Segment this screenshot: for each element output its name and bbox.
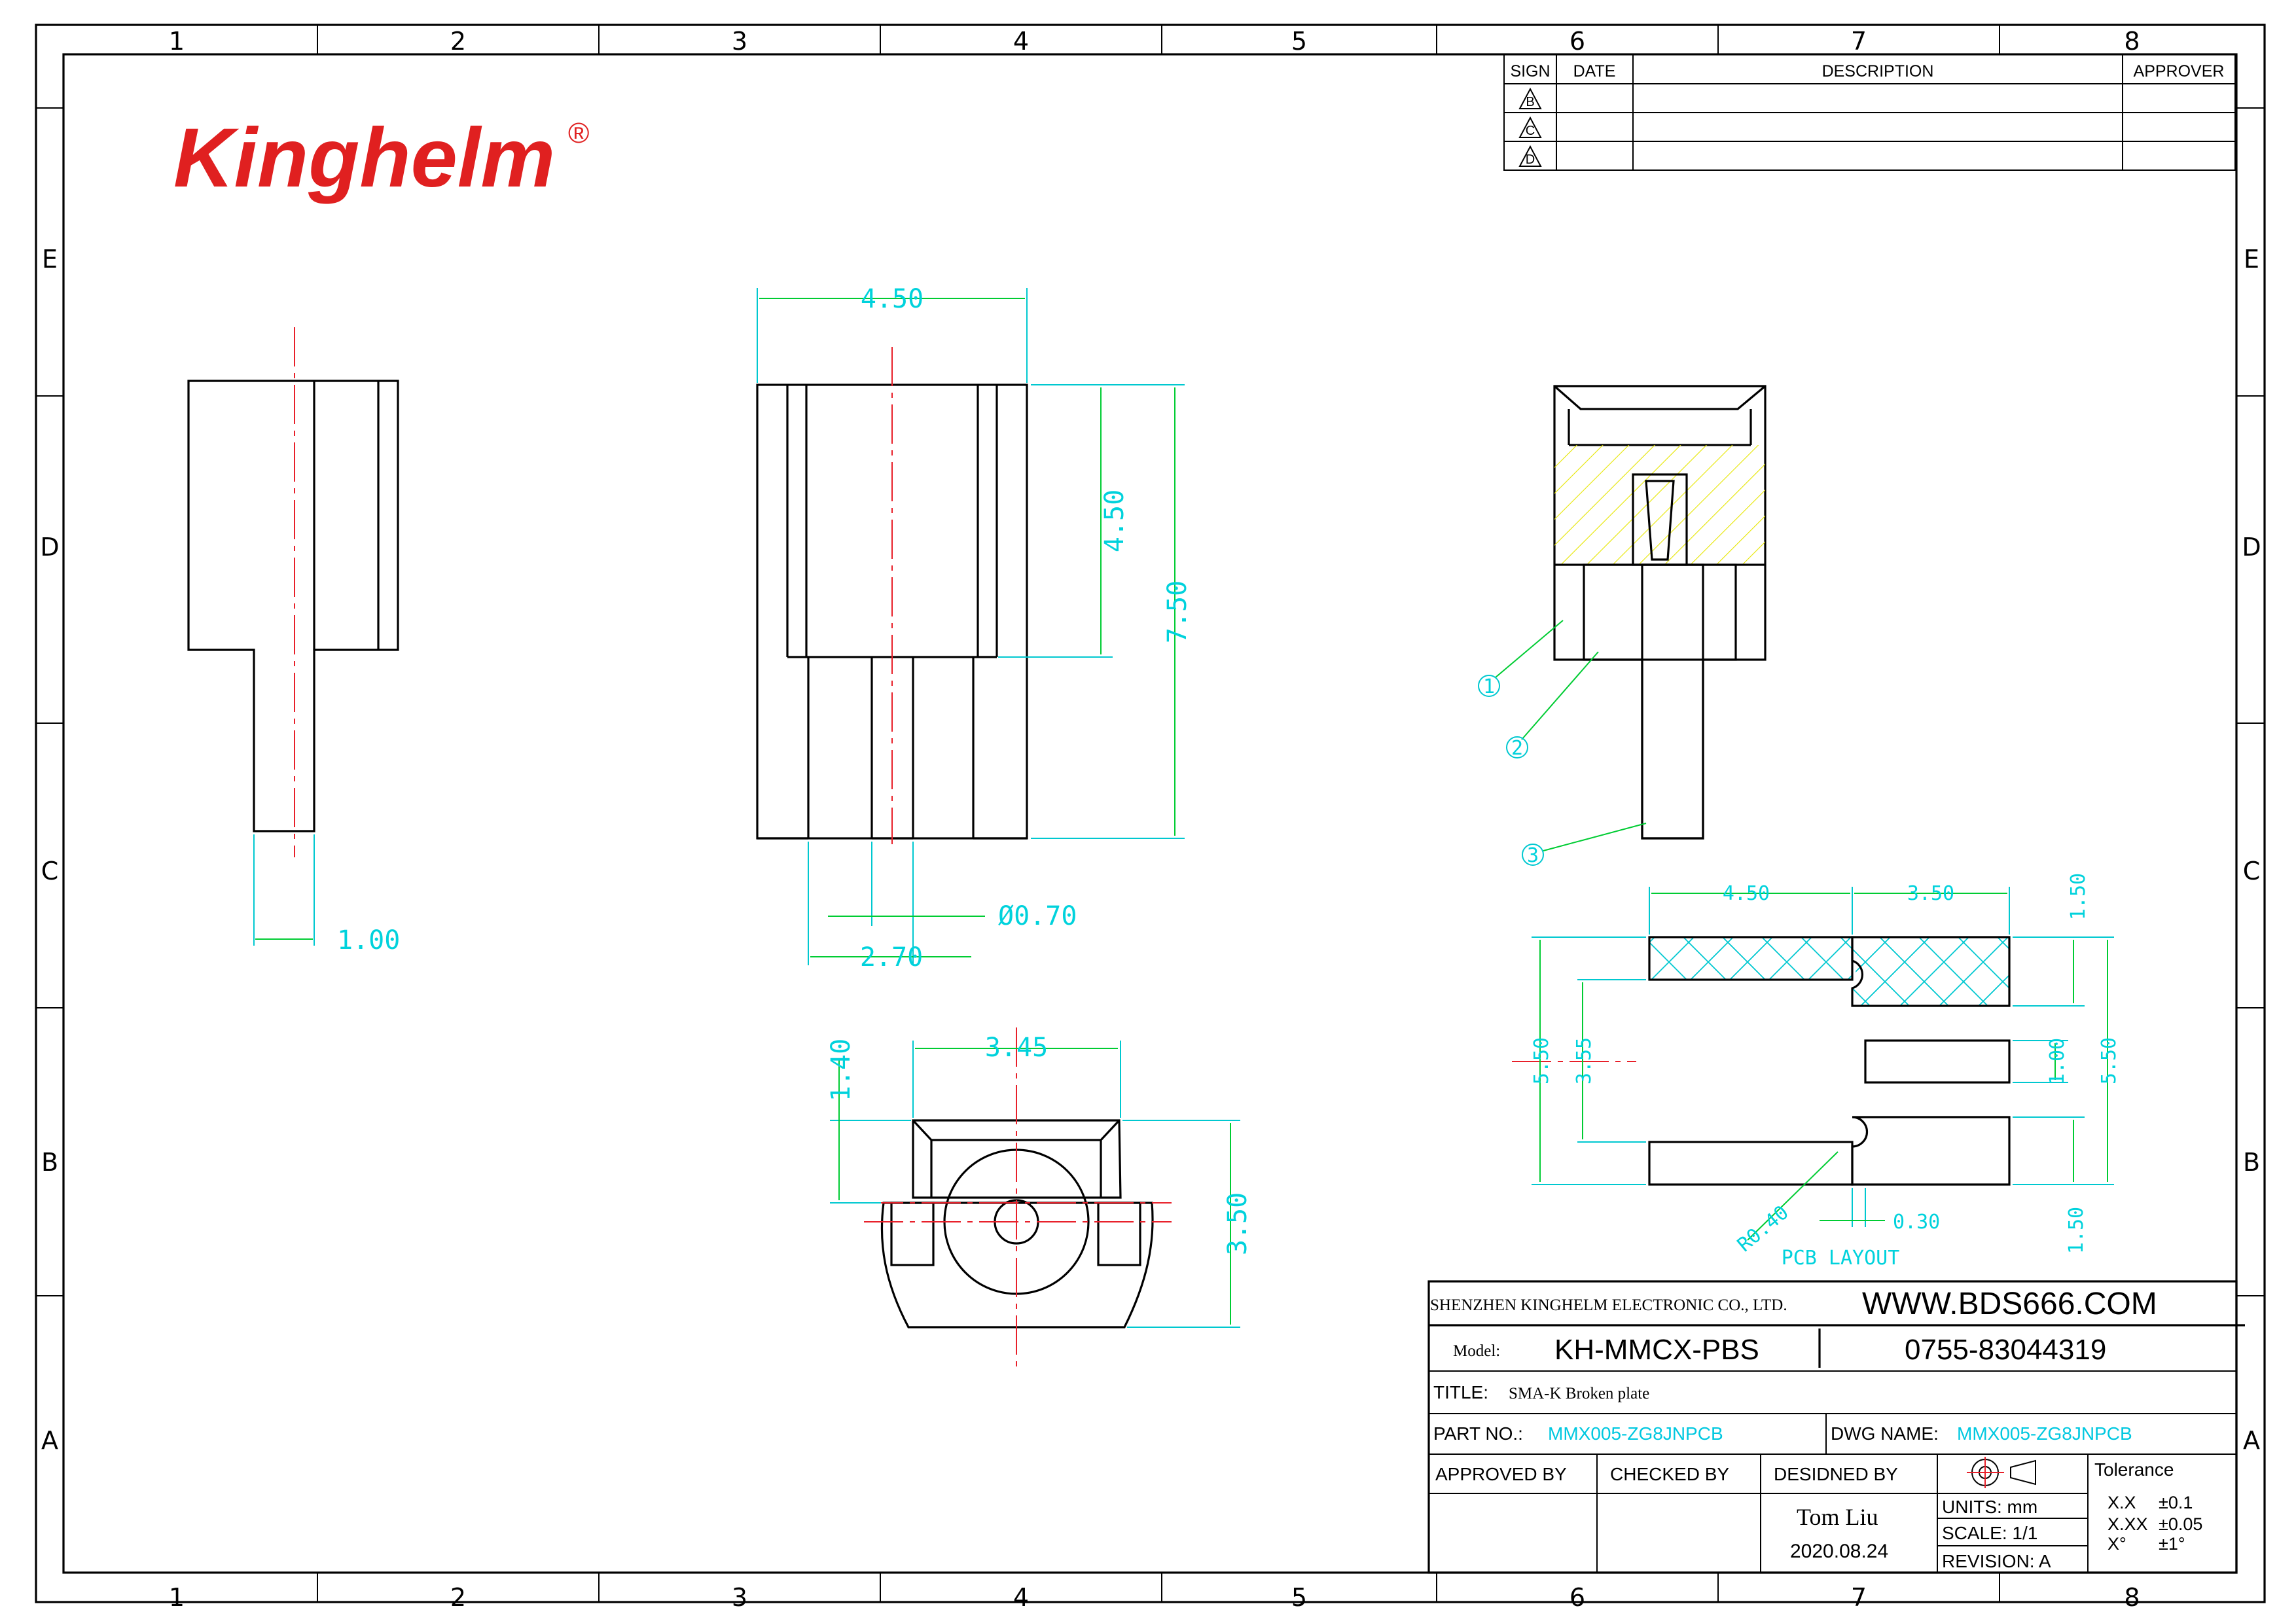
tolerance-label: Tolerance <box>2094 1459 2174 1480</box>
title-value: SMA-K Broken plate <box>1509 1385 1649 1402</box>
dim-pcb-center-pad: 1.00 <box>2046 1038 2069 1085</box>
tolerance-val-3: ±1° <box>2159 1534 2185 1554</box>
zone-row-label: C <box>2243 857 2261 885</box>
zone-row-label: C <box>41 857 59 885</box>
kinghelm-logo: Kinghelm ® <box>173 111 589 205</box>
section-view: 1 2 3 <box>1478 385 1767 867</box>
zone-col-label: 8 <box>2124 1583 2140 1612</box>
side-view: 1.00 <box>187 327 400 955</box>
dim-pin-pitch: 2.70 <box>860 942 923 972</box>
logo-text: Kinghelm <box>173 111 555 205</box>
callout-2: 2 <box>1511 737 1523 760</box>
rev-sign-triangles: B C D <box>1518 87 1542 167</box>
rev-sign-c: C <box>1526 124 1535 138</box>
rev-header-description: DESCRIPTION <box>1822 62 1934 80</box>
dim-pcb-outer-height-right: 5.50 <box>2098 1037 2121 1084</box>
design-date: 2020.08.24 <box>1790 1541 1888 1562</box>
dim-pcb-pad-height: 1.50 <box>2067 873 2090 920</box>
zone-col-label: 3 <box>732 27 747 56</box>
zone-col-label: 1 <box>169 1583 185 1612</box>
dim-pcb-outer-height: 5.50 <box>1530 1037 1553 1084</box>
callout-3: 3 <box>1527 844 1539 867</box>
zone-col-label: 4 <box>1013 27 1029 56</box>
dim-bottom-height: 3.50 <box>1223 1192 1253 1255</box>
units: UNITS: mm <box>1942 1497 2037 1517</box>
title-block: SHENZHEN KINGHELM ELECTRONIC CO., LTD. W… <box>1427 1280 2245 1574</box>
bottom-view: 3.45 1.40 3.50 <box>826 1027 1253 1368</box>
zone-col-label: 4 <box>1013 1583 1029 1612</box>
part-no-label: PART NO.: <box>1433 1423 1523 1444</box>
zone-col-label: 1 <box>169 27 185 56</box>
zone-col-label: 8 <box>2124 27 2140 56</box>
dim-side-pin-width: 1.00 <box>337 925 400 955</box>
zone-row-label: B <box>2243 1148 2260 1177</box>
dim-pcb-gap: 0.30 <box>1893 1211 1940 1234</box>
pcb-layout: 4.50 3.50 1.50 5.50 3.55 1.00 5.50 1.50 … <box>1512 873 2121 1270</box>
zone-row-label: B <box>41 1148 58 1177</box>
revision: REVISION: A <box>1942 1551 2051 1571</box>
designed-by-label: DESIDNED BY <box>1774 1464 1898 1484</box>
rev-header-approver: APPROVER <box>2134 62 2225 80</box>
tolerance-fmt-2: X.XX <box>2108 1514 2148 1534</box>
zone-col-label: 2 <box>450 27 466 56</box>
zone-col-label: 3 <box>732 1583 747 1612</box>
designer-name: Tom Liu <box>1797 1504 1878 1530</box>
scale: SCALE: 1/1 <box>1942 1523 2037 1543</box>
zone-row-label: D <box>40 533 59 562</box>
tolerance-val-1: ±0.1 <box>2159 1493 2193 1512</box>
model-value: KH-MMCX-PBS <box>1554 1334 1759 1366</box>
dwg-name-value: MMX005-ZG8JNPCB <box>1957 1423 2132 1444</box>
rev-sign-d: D <box>1526 152 1535 167</box>
dim-bottom-top-height: 1.40 <box>826 1039 856 1101</box>
callout-1: 1 <box>1483 675 1495 698</box>
zone-col-label: 6 <box>1570 27 1585 56</box>
dim-front-total-height: 7.50 <box>1162 580 1193 643</box>
dim-pcb-inner-height: 3.55 <box>1573 1037 1596 1084</box>
title-label: TITLE: <box>1433 1382 1488 1402</box>
tolerance-val-2: ±0.05 <box>2159 1514 2202 1534</box>
model-label: Model: <box>1453 1342 1500 1360</box>
zone-col-label: 7 <box>1851 27 1867 56</box>
zone-row-label: D <box>2242 533 2261 562</box>
dim-front-body-height: 4.50 <box>1100 490 1130 552</box>
logo-registered-mark: ® <box>568 117 589 149</box>
zone-col-label: 5 <box>1291 1583 1307 1612</box>
projection-symbol-icon <box>1967 1457 2036 1488</box>
front-view: 4.50 4.50 7.50 Ø0.70 2.70 <box>756 284 1193 972</box>
zone-row-label: A <box>2243 1426 2260 1455</box>
dim-bottom-width: 3.45 <box>985 1033 1048 1063</box>
dim-pcb-top-left: 4.50 <box>1723 882 1770 905</box>
pcb-layout-label: PCB LAYOUT <box>1782 1247 1900 1270</box>
rev-header-date: DATE <box>1573 62 1616 80</box>
zone-col-label: 5 <box>1291 27 1307 56</box>
tolerance-fmt-1: X.X <box>2108 1493 2136 1512</box>
tolerance-fmt-3: X° <box>2108 1534 2126 1554</box>
rev-header-sign: SIGN <box>1510 62 1550 80</box>
zone-col-label: 6 <box>1570 1583 1585 1612</box>
zone-col-label: 2 <box>450 1583 466 1612</box>
rev-sign-b: B <box>1526 95 1534 109</box>
zone-col-label: 7 <box>1851 1583 1867 1612</box>
website: WWW.BDS666.COM <box>1862 1287 2157 1321</box>
dwg-name-label: DWG NAME: <box>1831 1423 1939 1444</box>
revision-table: SIGN DATE DESCRIPTION APPROVER B C D <box>1503 54 2236 171</box>
zone-row-label: A <box>41 1426 58 1455</box>
part-no-value: MMX005-ZG8JNPCB <box>1548 1423 1723 1444</box>
zone-row-label: E <box>2244 245 2259 274</box>
dim-pcb-top-right: 3.50 <box>1907 882 1954 905</box>
checked-by-label: CHECKED BY <box>1610 1464 1729 1484</box>
company-name: SHENZHEN KINGHELM ELECTRONIC CO., LTD. <box>1430 1296 1787 1314</box>
phone-number: 0755-83044319 <box>1905 1334 2106 1366</box>
zone-row-label: E <box>42 245 58 274</box>
dim-pin-diameter: Ø0.70 <box>998 901 1077 931</box>
dim-front-width: 4.50 <box>861 284 924 314</box>
approved-by-label: APPROVED BY <box>1435 1464 1567 1484</box>
dim-pcb-bottom-pad: 1.50 <box>2065 1207 2088 1254</box>
